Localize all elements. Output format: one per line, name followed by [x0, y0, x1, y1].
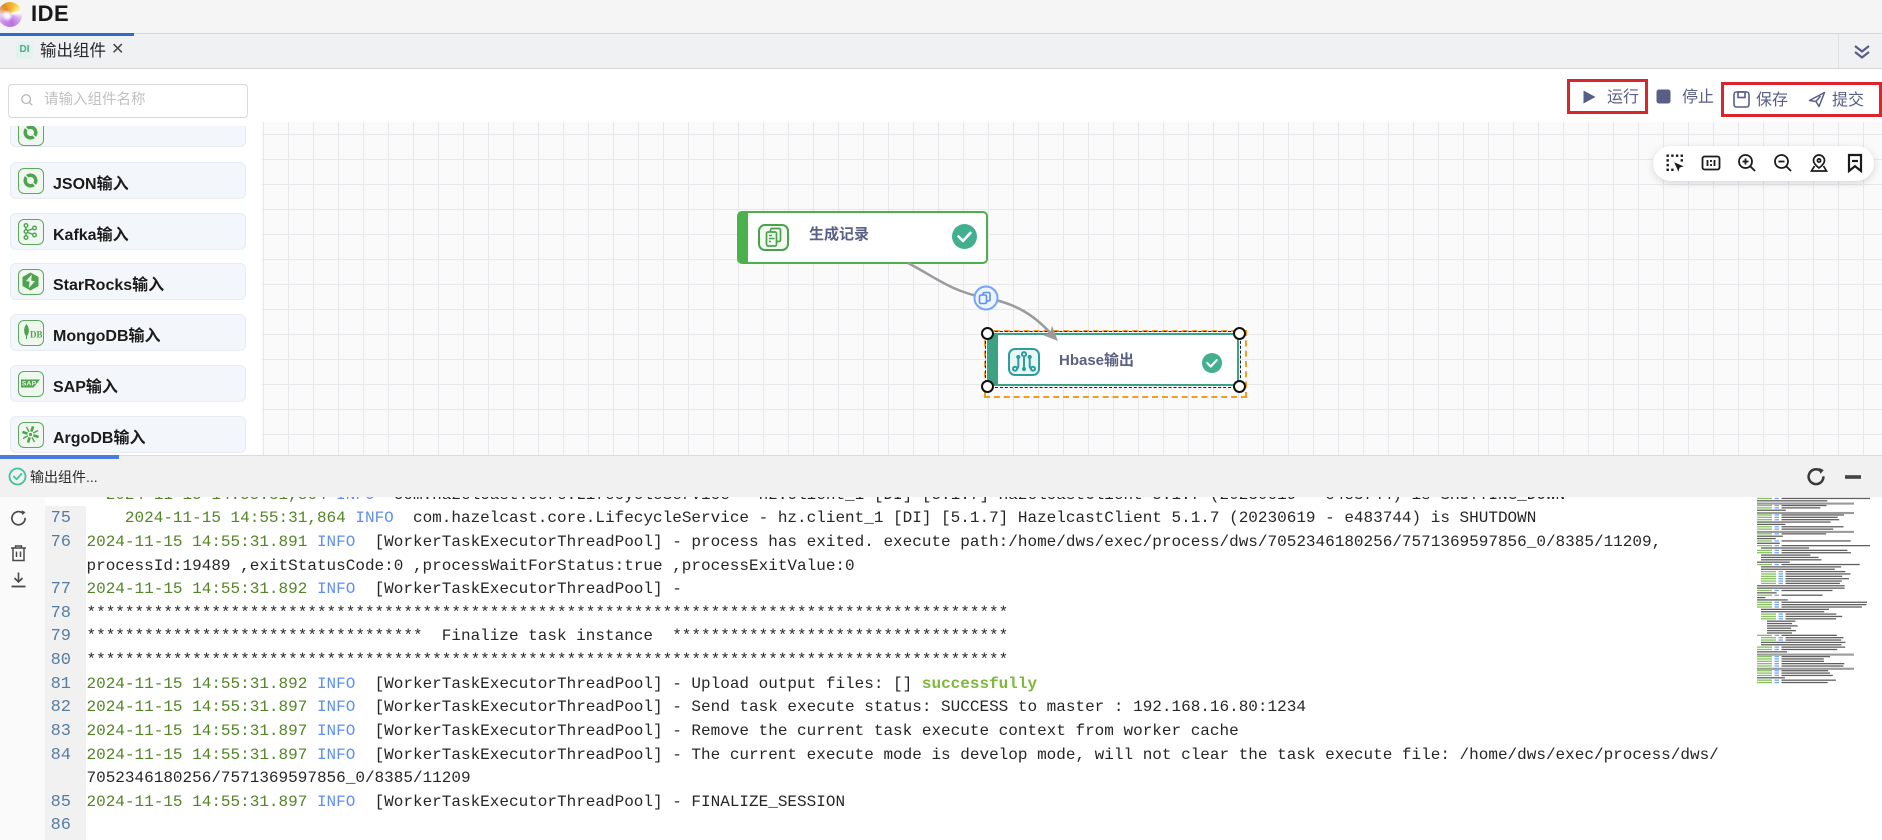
svg-text:SAP: SAP	[22, 380, 37, 387]
svg-text:DB: DB	[30, 330, 42, 340]
